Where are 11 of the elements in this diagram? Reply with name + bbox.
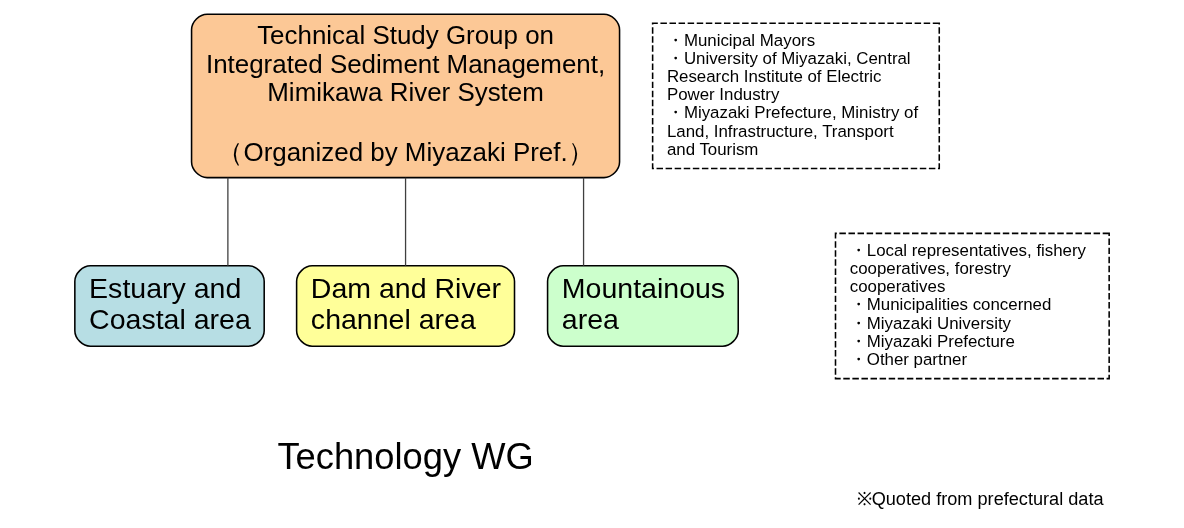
node-box: ・Local representatives, fishery cooperatives, forestry cooperatives ・Municipalities concerned ・Miyazaki University ・Miyazaki Prefecture ・Other partner xyxy=(834,232,1110,379)
label: Technology WG xyxy=(277,435,534,477)
node-box: Estuary and Coastal area xyxy=(74,264,265,347)
node-box: Dam and River channel area xyxy=(295,264,516,347)
node-box: Technical Study Group on Integrated Sediment Management, Mimikawa River System （Organized by Miyazaki Pref.） xyxy=(190,12,621,178)
caption: ※Quoted from prefectural data xyxy=(856,488,1104,509)
connector xyxy=(404,176,407,266)
node-box: ・Municipal Mayors ・University of Miyazaki, Central Research Institute of Electric Power Industry ・Miyazaki Prefecture, Ministry of Land, Infrastructure, Transport and Tourism xyxy=(651,22,941,169)
connector xyxy=(227,176,229,266)
connector xyxy=(582,176,585,266)
node-box: Mountainous area xyxy=(546,264,739,347)
